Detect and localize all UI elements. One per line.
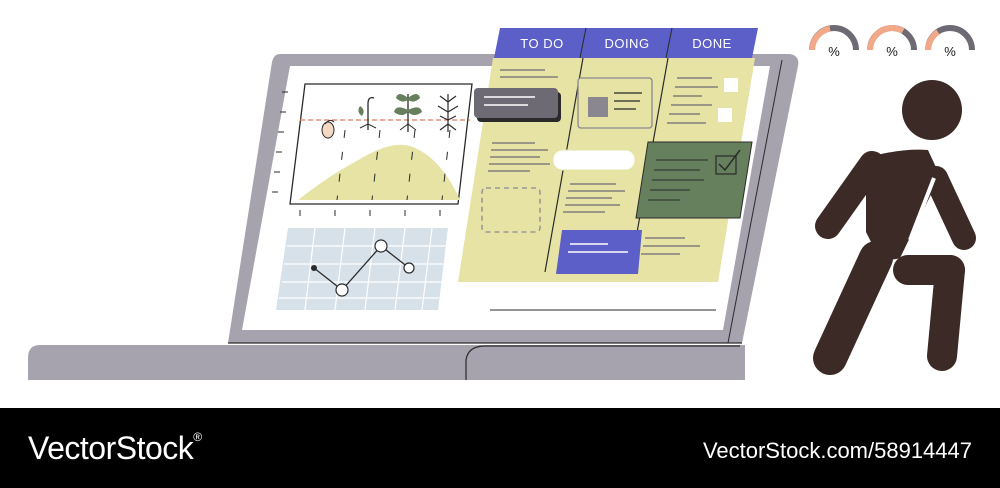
completed-sticky-note: [635, 141, 753, 219]
brand-logo: VectorStock®: [28, 430, 202, 467]
brand-name: VectorStock: [28, 430, 194, 466]
empty-card-placeholder: [481, 187, 541, 233]
watermark-footer: VectorStock® VectorStock.com/58914447: [0, 408, 1000, 488]
person-walking-icon: [813, 80, 976, 375]
line-chart-panel: [276, 227, 448, 311]
column-label-doing: DOING: [604, 36, 649, 51]
done-checkbox-2: [718, 108, 732, 122]
illustration: TO DO DOING DONE: [28, 25, 976, 380]
growth-curve-area: [298, 144, 460, 200]
sprout-icon: [358, 96, 377, 130]
stock-url: VectorStock.com/58914447: [702, 438, 972, 463]
floating-gray-card: [474, 88, 561, 122]
column-label-done: DONE: [692, 36, 732, 51]
doing-card-highlight: [552, 149, 636, 171]
column-header-todo: [494, 28, 586, 58]
column-header-done: [666, 28, 758, 58]
blue-sticky-note: [556, 230, 642, 274]
root-plant-icon: [437, 94, 459, 132]
gauge-3-label: %: [944, 44, 956, 59]
done-checkbox-1: [724, 78, 738, 92]
registered-mark: ®: [193, 430, 202, 444]
gauge-1-label: %: [828, 44, 840, 59]
column-label-todo: TO DO: [520, 36, 563, 51]
progress-gauge-2: %: [867, 25, 917, 59]
checkmark-icon: [715, 149, 741, 175]
seedling-icon: [394, 94, 422, 132]
growth-chart-panel: [272, 83, 473, 216]
seed-icon: [321, 119, 335, 139]
progress-gauge-3: %: [925, 25, 975, 59]
gauge-2-label: %: [886, 44, 898, 59]
column-header-doing: [580, 28, 672, 58]
progress-gauge-1: %: [809, 25, 859, 59]
laptop-base: [28, 345, 745, 380]
